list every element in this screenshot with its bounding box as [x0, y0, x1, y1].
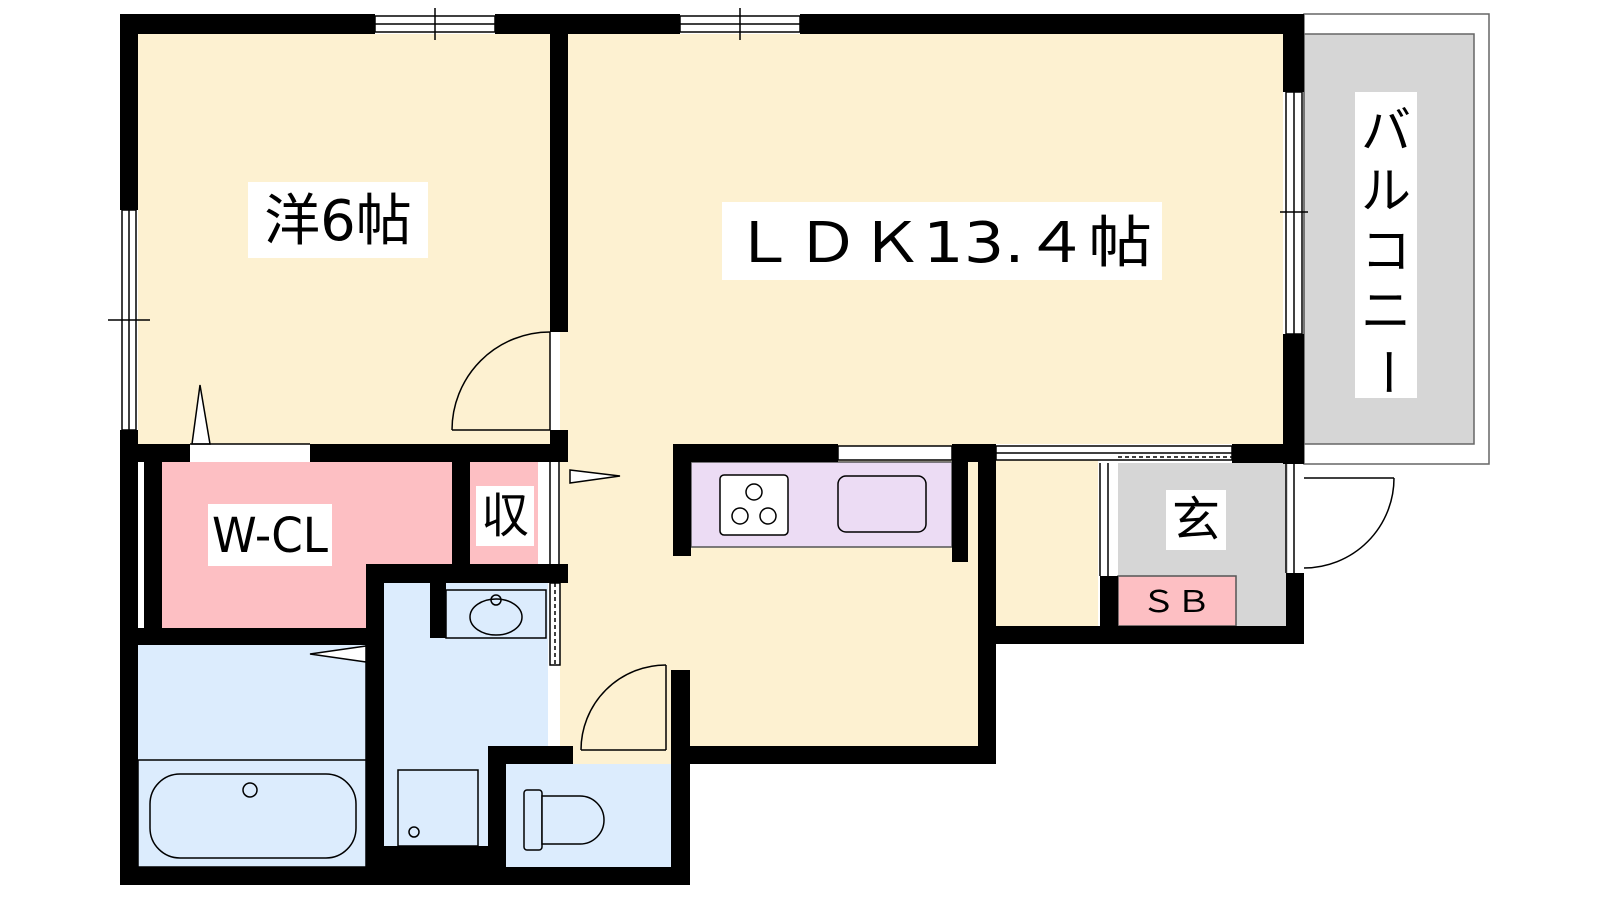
balcony-label-char-5: ー	[1358, 347, 1416, 397]
wall-entrance-right	[1286, 573, 1304, 644]
window-western-left	[108, 209, 150, 431]
windows	[108, 8, 1308, 760]
toilet-icon	[523, 789, 605, 851]
labels: 洋6帖 ＬＤＫ13.４帖 W-CL 収 玄 ＳＢ バ ル コ ニ ー	[208, 92, 1417, 620]
hall-floor	[990, 460, 1098, 628]
wall-kitchen-left	[673, 444, 691, 556]
window-hall	[995, 445, 1233, 461]
window-washroom	[549, 582, 561, 666]
wall-bottom-left	[120, 867, 690, 885]
wall-storage-bottom	[366, 564, 568, 583]
western-label-bg	[248, 182, 428, 258]
fixtures	[137, 474, 927, 868]
storage-label: 収	[481, 488, 529, 544]
window-ldk-right	[1280, 91, 1308, 335]
wall-toilet-left	[488, 746, 506, 885]
washing-machine-space	[397, 769, 479, 847]
walls	[120, 14, 1304, 885]
wall-top-left	[120, 14, 375, 34]
wall-top-mid	[495, 14, 680, 34]
door-wcl-folding	[190, 384, 310, 445]
ldk-label-bg	[722, 202, 1162, 280]
wall-wcl-left	[144, 462, 162, 628]
door-western-room	[451, 331, 551, 431]
wall-partition-upper	[550, 14, 568, 332]
shoe-box-label: ＳＢ	[1141, 585, 1211, 620]
wall-wcl-bottom	[120, 628, 366, 645]
door-entrance	[1303, 477, 1395, 569]
door-washroom	[580, 664, 667, 751]
stove-icon	[719, 474, 789, 536]
wall-western-bottom-b	[310, 444, 568, 462]
wall-kitchen-top-a	[673, 444, 838, 462]
wall-toilet-top	[488, 746, 573, 764]
wall-kitchen-top-b	[952, 444, 996, 462]
wash-basin-icon	[445, 589, 547, 639]
balcony-label-char-4: ニ	[1361, 282, 1411, 340]
balcony-label-char-2: ル	[1361, 162, 1411, 220]
wall-top-right	[800, 14, 1304, 34]
wall-wash-bottom	[384, 846, 506, 867]
shoe-box	[1117, 575, 1237, 627]
ldk-room-label: ＬＤＫ13.４帖	[732, 211, 1152, 276]
window-western-top	[374, 8, 496, 40]
wcl-label: W-CL	[212, 508, 328, 564]
wall-entrance-left	[1100, 576, 1118, 644]
bathtub-icon	[137, 759, 367, 868]
wall-wcl-storage	[452, 462, 470, 564]
balcony-label-char-1: バ	[1361, 102, 1411, 160]
door-bath-folding	[309, 645, 367, 663]
wall-ldk-right-lower	[1283, 334, 1304, 464]
wall-ldk-right	[978, 444, 996, 764]
balcony-rail	[1303, 13, 1490, 465]
kitchen-sink-icon	[837, 475, 927, 533]
entrance-label: 玄	[1172, 492, 1220, 548]
doors	[190, 331, 1395, 751]
storage-label-bg	[476, 486, 534, 546]
door-storage-folding	[569, 469, 621, 484]
balcony-label-bg	[1355, 92, 1417, 398]
window-kitchen	[837, 445, 953, 461]
wcl-label-bg	[208, 504, 332, 566]
western-room-label: 洋6帖	[264, 189, 412, 254]
wall-ldk-bottom	[671, 746, 996, 764]
wall-kitchen-right	[952, 462, 968, 562]
wall-toilet-right	[671, 746, 690, 885]
balcony-label-char-3: コ	[1361, 222, 1411, 280]
wall-left-lower	[120, 430, 138, 885]
wall-western-bottom-a	[120, 444, 190, 462]
wall-left-upper	[120, 14, 138, 210]
wall-ldk-stub	[671, 670, 690, 764]
entrance-label-bg	[1166, 490, 1226, 550]
wall-wash-sink	[430, 583, 446, 638]
partition-entrance	[365, 462, 1295, 760]
wall-ldk-right-upper	[1283, 14, 1304, 92]
window-ldk-top	[679, 8, 801, 40]
wall-entrance-bottom	[996, 626, 1304, 644]
